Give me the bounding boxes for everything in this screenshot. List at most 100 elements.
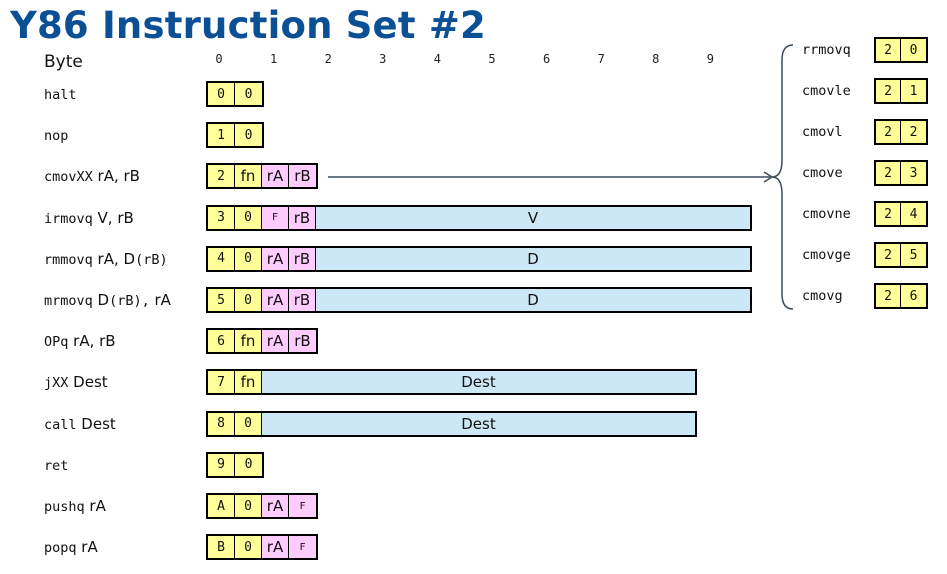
instr-label-part: Dest: [68, 373, 108, 392]
instr-label-part: cmovXX: [44, 169, 93, 186]
instr-label-halt: halt: [44, 81, 77, 107]
instr-label-part: jXX: [44, 375, 69, 392]
opcode-cell: fn: [235, 330, 262, 353]
instr-label-part: pushq: [44, 499, 85, 515]
constant-field-d: D: [316, 247, 750, 270]
instr-label-part: mrmovq: [44, 293, 93, 309]
byte-index-7: 7: [597, 52, 605, 66]
instr-label-part: ret: [44, 457, 69, 474]
opcode-cell: 3: [208, 206, 235, 229]
byte-index-2: 2: [324, 52, 332, 66]
byte-index-6: 6: [542, 52, 551, 66]
opcode-cell: 1: [901, 80, 926, 102]
instr-label-part: OPq: [44, 334, 69, 351]
instr-label-cmovxx: cmovXX rA, rB: [44, 163, 140, 189]
opcode-cell: B: [208, 536, 235, 559]
opcode-cell: 1: [208, 124, 235, 147]
opcode-cell: 5: [901, 244, 926, 266]
constant-field-v: V: [316, 206, 750, 229]
instr-label-nop: nop: [44, 122, 68, 148]
register-cell: rB: [289, 165, 316, 188]
opcode-cell: 0: [235, 495, 262, 517]
instr-label-part: rA: [84, 497, 106, 515]
register-cell: rA: [262, 165, 289, 188]
instr-label-part: (rB),: [109, 293, 150, 309]
instr-label-part: V, rB: [92, 208, 134, 227]
opcode-cell: 3: [901, 162, 926, 184]
register-cell: rB: [289, 289, 316, 311]
opcode-cell: 2: [208, 165, 235, 188]
opcode-cell: 2: [876, 39, 901, 61]
byte-index-5: 5: [488, 52, 496, 66]
instr-label-call: call Dest: [44, 411, 116, 437]
constant-field-dest: Dest: [262, 371, 695, 394]
opcode-cell: 0: [235, 83, 262, 105]
instr-label-part: rmmovq: [44, 251, 93, 268]
opcode-cell: 8: [208, 412, 235, 435]
byte-index-0: 0: [215, 52, 223, 66]
opcode-cell: 2: [901, 121, 926, 143]
opcode-cell: 0: [235, 536, 262, 559]
register-cell: rA: [262, 330, 289, 353]
instr-label-part: Dest: [76, 414, 116, 433]
instr-label-jxx: jXX Dest: [44, 369, 108, 395]
instr-label-opq: OPq rA, rB: [44, 328, 116, 354]
opcode-cell: 6: [901, 285, 926, 307]
opcode-cell: 2: [876, 121, 901, 143]
instr-label-part: rA, rB: [68, 332, 116, 351]
instr-label-irmovq: irmovq V, rB: [44, 205, 134, 231]
register-cell: rB: [289, 247, 316, 270]
opcode-cell: 0: [235, 206, 262, 229]
opcode-cell: 2: [876, 244, 901, 266]
opcode-cell: 4: [901, 203, 926, 225]
opcode-cell: 2: [876, 203, 901, 225]
opcode-cell: 2: [876, 162, 901, 184]
opcode-cell: fn: [235, 165, 262, 188]
instr-label-rmmovq: rmmovq rA, D(rB): [44, 246, 168, 272]
instr-label-part: rA: [76, 538, 98, 557]
instr-label-part: D: [92, 291, 110, 309]
instr-label-part: nop: [44, 128, 69, 145]
opcode-cell: A: [208, 495, 235, 517]
cmov-brace: [771, 44, 794, 310]
opcode-cell: 5: [208, 289, 235, 311]
register-cell: F: [262, 206, 289, 229]
register-cell: rB: [289, 206, 316, 229]
opcode-cell: 0: [901, 39, 926, 61]
byte-index-3: 3: [379, 52, 387, 66]
page-title: Y86 Instruction Set #2: [10, 4, 486, 47]
opcode-cell: 0: [235, 289, 262, 311]
register-cell: F: [289, 536, 316, 559]
register-cell: rA: [262, 536, 289, 559]
register-cell: rA: [262, 247, 289, 270]
instr-label-part: (rB): [135, 251, 168, 268]
instr-label-part: rA, rB: [92, 167, 140, 186]
cmov-name-cmovne: cmovne: [802, 206, 851, 222]
byte-index-8: 8: [652, 52, 660, 66]
instr-label-part: halt: [44, 87, 77, 103]
cmov-name-cmovl: cmovl: [802, 124, 843, 140]
opcode-cell: 6: [208, 330, 235, 353]
cmov-name-rrmovq: rrmovq: [802, 42, 851, 58]
constant-field-d: D: [316, 289, 750, 311]
instr-label-part: rA, D: [92, 249, 136, 268]
opcode-cell: fn: [235, 371, 262, 394]
opcode-cell: 7: [208, 371, 235, 394]
opcode-cell: 0: [208, 83, 235, 105]
